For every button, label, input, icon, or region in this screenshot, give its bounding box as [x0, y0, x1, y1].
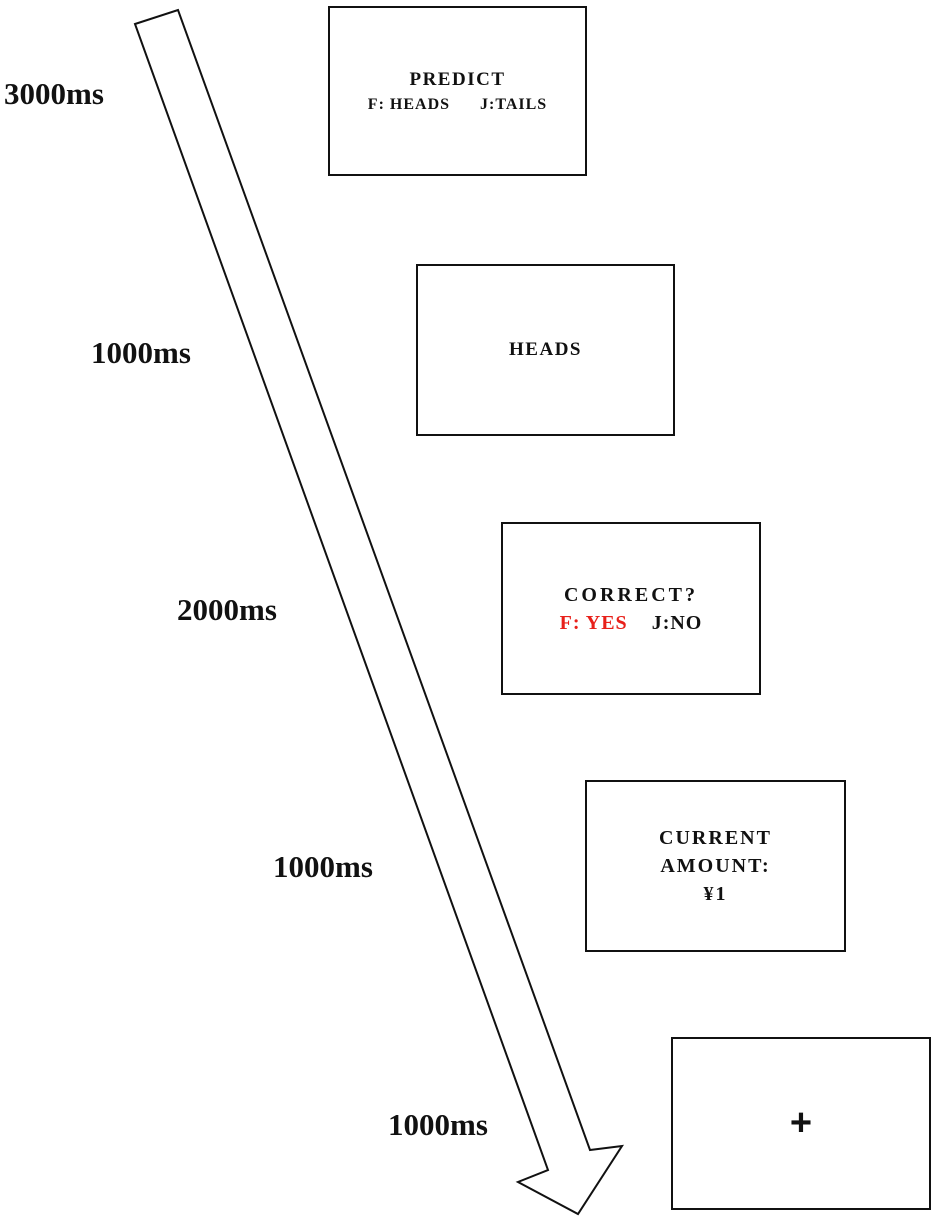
duration-label-correct: 2000ms	[177, 592, 277, 627]
fixation-cross: +	[789, 1101, 813, 1144]
amount-line-2: AMOUNT:	[660, 855, 771, 877]
time-arrow-icon	[133, 8, 625, 1216]
correct-screen: CORRECT? F: YES J:NO	[501, 522, 761, 695]
option-yes: F: YES	[559, 612, 628, 634]
outcome-text: HEADS	[509, 338, 582, 360]
amount-value: ¥1	[703, 883, 728, 905]
option-no: J:NO	[651, 612, 703, 634]
correct-question: CORRECT?	[563, 584, 698, 606]
predict-screen: PREDICT F: HEADS J:TAILS	[328, 6, 587, 176]
amount-line-1: CURRENT	[659, 827, 772, 849]
correct-options: F: YES J:NO	[560, 612, 703, 635]
predict-options: F: HEADS J:TAILS	[368, 96, 547, 114]
predict-title: PREDICT	[409, 68, 506, 90]
outcome-screen: HEADS	[416, 264, 675, 436]
duration-label-predict: 3000ms	[4, 76, 104, 111]
option-heads: F: HEADS	[367, 96, 451, 114]
option-tails: J:TAILS	[480, 96, 548, 114]
amount-screen: CURRENT AMOUNT: ¥1	[585, 780, 846, 952]
duration-label-outcome: 1000ms	[91, 335, 191, 370]
duration-label-fixation: 1000ms	[388, 1107, 488, 1142]
fixation-screen: +	[671, 1037, 931, 1210]
duration-label-amount: 1000ms	[273, 849, 373, 884]
